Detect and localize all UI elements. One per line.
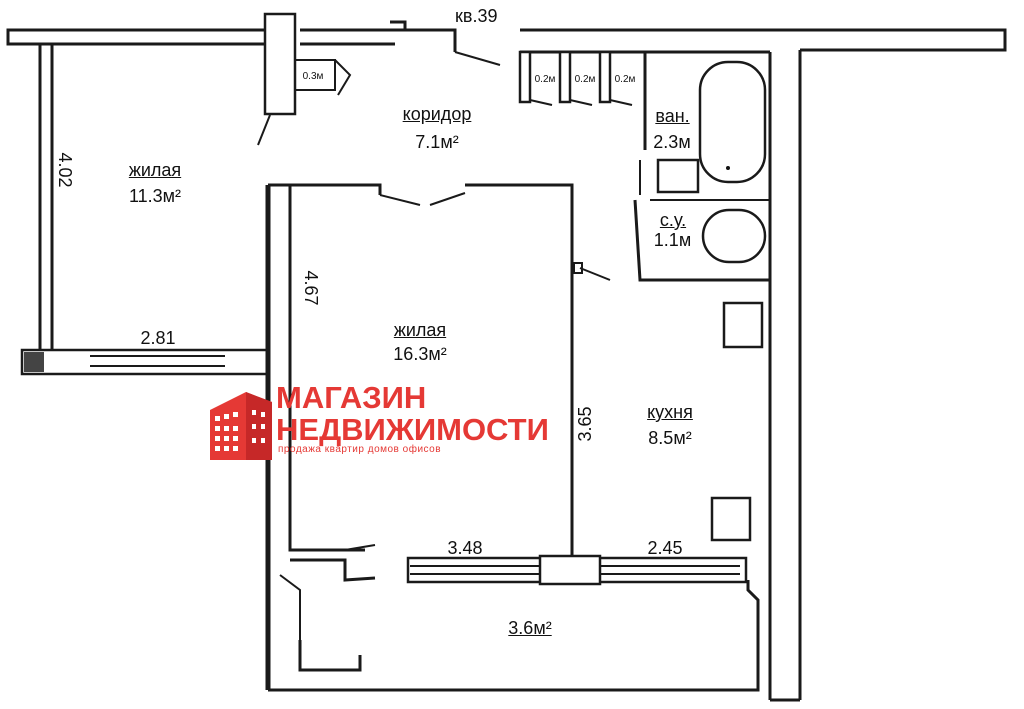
dim-living1-height: 4.02: [55, 152, 75, 188]
watermark-logo: МАГАЗИН НЕДВИЖИМОСТИ продажа квартир дом…: [206, 380, 549, 462]
room-name-living2: жилая: [393, 320, 447, 340]
room-name-living1: жилая: [128, 160, 182, 180]
logo-line1: МАГАЗИН: [276, 380, 427, 415]
room-name-corridor: коридор: [402, 104, 472, 124]
room-area-bath: 2.3м: [653, 132, 691, 152]
apartment-label: кв.39: [455, 6, 498, 26]
balcony: [268, 544, 760, 692]
dim-living2-height: 4.67: [301, 270, 321, 306]
room-area-kitchen: 8.5м²: [648, 428, 692, 448]
logo-line2: НЕДВИЖИМОСТИ: [276, 412, 549, 447]
bathroom-fixtures: [633, 52, 770, 542]
room-area-living1: 11.3м²: [128, 186, 182, 206]
pillar: [263, 12, 297, 116]
dim-living2-width: 3.48: [447, 538, 483, 558]
window-left: [20, 348, 269, 376]
closet-label-2: 0.2м: [534, 74, 556, 85]
dim-kitchen-width: 2.45: [647, 538, 683, 558]
closets: [454, 50, 633, 106]
room-name-bath: ван.: [655, 106, 690, 126]
room-area-balcony: 3.6м²: [508, 618, 552, 638]
closet-label-1: 0.3м: [302, 71, 324, 82]
dim-living2-side: 3.65: [575, 406, 595, 442]
room-name-wc: с.у.: [659, 210, 687, 230]
building-icon: [210, 392, 272, 460]
room-area-wc: 1.1м: [653, 230, 692, 250]
logo-tagline: продажа квартир домов офисов: [278, 444, 442, 455]
room-area-living2: 16.3м²: [393, 344, 447, 364]
closet-label-4: 0.2м: [614, 74, 636, 85]
closet-label-3: 0.2м: [574, 74, 596, 85]
room-name-kitchen: кухня: [647, 402, 693, 422]
room-area-corridor: 7.1м²: [415, 132, 459, 152]
dim-living1-width: 2.81: [140, 328, 176, 348]
